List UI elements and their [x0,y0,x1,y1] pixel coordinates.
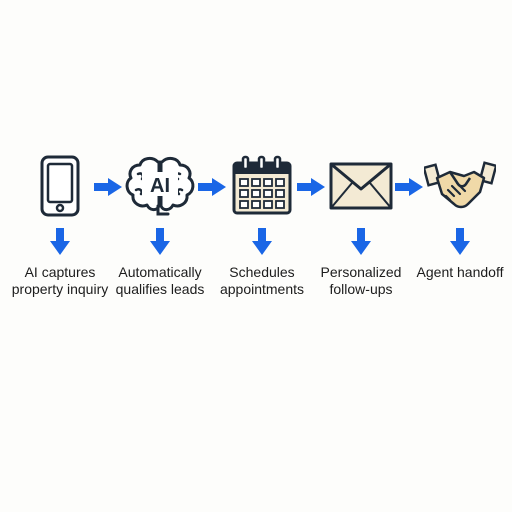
down-arrow-icon [50,228,70,255]
down-arrow-icon [150,228,170,255]
step-label: Personalized follow-ups [320,264,402,297]
ai-brain-icon: AI [124,150,196,222]
step-label: Schedules appointments [219,264,305,297]
right-arrow-icon [297,178,325,196]
smartphone-icon [24,150,96,222]
step-label: AI captures property inquiry [11,264,109,297]
right-arrow-icon [395,178,423,196]
down-arrow-icon [450,228,470,255]
step-agent-handoff: Agent handoff [410,150,510,281]
step-label: Agent handoff [416,264,504,280]
step-qualify-leads: AI Automatically qualifies leads [110,150,210,298]
step-follow-ups: Personalized follow-ups [311,150,411,298]
right-arrow-icon [94,178,122,196]
step-schedule-appointments: Schedules appointments [212,150,312,298]
step-capture-inquiry: AI captures property inquiry [10,150,110,298]
right-arrow-icon [198,178,226,196]
ai-text: AI [150,175,170,197]
step-label: Automatically qualifies leads [115,264,205,297]
down-arrow-icon [351,228,371,255]
handshake-icon [424,150,496,222]
down-arrow-icon [252,228,272,255]
envelope-icon [325,150,397,222]
calendar-icon [226,150,298,222]
